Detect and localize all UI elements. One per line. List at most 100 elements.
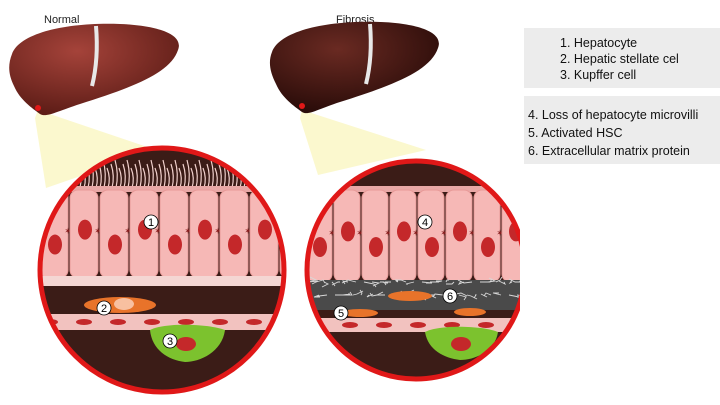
microvillus [266,163,270,189]
endothelial-nucleus [144,319,160,325]
ecm-fiber [363,281,377,288]
microvillus [126,159,130,189]
svg-text:2: 2 [101,303,107,315]
microvillus [182,163,186,189]
junction-icon: ✶ [440,229,448,239]
marker-2: 2 [96,300,112,316]
nucleus [313,237,327,258]
junction-icon: ✶ [64,227,72,237]
junction-icon: ✶ [244,227,252,237]
ecm-fiber [380,281,387,286]
microvillus [122,163,126,189]
legend-box-cell-types: 1. Hepatocyte 2. Hepatic stellate cel 3.… [524,28,720,88]
nucleus [453,221,467,242]
liver-fibrosis-diagram: ✶✶✶✶✶✶✶✶✶ ✶✶✶✶✶✶✶✶✶ 1 2 3 [9,21,520,395]
junction-icon: ✶ [184,227,192,237]
ecm-fiber [508,294,520,298]
legend-item-ecm-protein: 6. Extracellular matrix protein [528,144,690,158]
ecm-fiber [483,292,492,297]
marker-5: 5 [333,305,349,321]
ecm-fiber [366,293,374,298]
svg-text:6: 6 [447,291,453,303]
legend-item-stellate-cell: 2. Hepatic stellate cel [560,52,679,66]
marker-4: 4 [417,214,433,230]
microvillus [110,163,114,189]
microvillus [174,159,178,189]
endothelial-nucleus [478,322,494,328]
ecm-fiber [352,290,364,296]
ecm-fiber [421,281,433,284]
legend-box-fibrosis-features: 4. Loss of hepatocyte microvilli 5. Acti… [524,96,720,164]
endothelial-nucleus [376,322,392,328]
svg-text:3: 3 [167,336,173,348]
nucleus [108,234,122,255]
ecm-fiber [405,281,415,285]
nucleus [48,234,62,255]
endothelial-nucleus [410,322,426,328]
nucleus [369,237,383,258]
junction-icon: ✶ [154,227,162,237]
microvillus [40,163,42,189]
microvillus [287,168,289,188]
endothelial-nucleus [212,319,228,325]
endothelial-nucleus [110,319,126,325]
activated-hsc-2 [342,309,378,317]
tissue-circle-normal [37,145,287,395]
microvillus [134,163,138,189]
microvillus [254,163,258,189]
zoom-cone-fibrosis [300,110,426,175]
ecm-fiber [307,280,319,285]
microvillus [150,159,154,189]
junction-icon: ✶ [356,229,364,239]
ecm-fiber [342,280,349,285]
endothelial-nucleus [444,322,460,328]
microvillus [198,159,202,189]
zoom-cone-normal [35,110,156,188]
microvillus [170,163,174,189]
marker-6: 6 [442,288,458,304]
legend-item-hepatocyte: 1. Hepatocyte [560,36,638,50]
microvillus [258,159,262,189]
junction-icon: ✶ [496,229,504,239]
ecm-fiber [508,278,520,283]
nucleus [288,235,302,255]
liver-fibrosis [269,21,439,114]
microvillus [295,160,297,188]
legend-item-microvilli-loss: 4. Loss of hepatocyte microvilli [528,108,699,122]
ecm-fiber [495,276,503,283]
junction-icon: ✶ [384,229,392,239]
ecm-fiber [315,279,326,284]
svg-text:5: 5 [338,308,344,320]
legend-item-activated-hsc: 5. Activated HSC [528,126,623,140]
microvillus [162,159,166,189]
microvillus [218,163,222,189]
ecm-fiber [492,292,502,296]
microvillus [138,159,142,189]
microvillus [194,163,198,189]
title-normal: Normal [44,14,80,26]
ecm-fiber [480,278,493,283]
microvillus [270,159,274,189]
nucleus [198,219,212,240]
junction-icon: ✶ [214,227,222,237]
microvillus [278,163,282,189]
ecm-fiber [313,294,320,298]
liver-normal [9,23,179,116]
junction-icon: ✶ [412,229,420,239]
ecm-fiber [498,280,507,286]
ecm-fiber [359,289,363,296]
endothelial-nucleus [76,319,92,325]
ecm-fiber [508,279,513,285]
endothelial-nucleus [342,322,358,328]
legend-item-kupffer-cell: 3. Kupffer cell [560,68,637,82]
marker-3: 3 [162,333,178,349]
junction-icon: ✶ [94,227,102,237]
microvillus [206,163,210,189]
microvillus [158,163,162,189]
activated-hsc-3 [454,308,486,316]
nucleus [168,234,182,255]
junction-icon: ✶ [328,229,336,239]
microvillus [146,163,150,189]
nucleus [78,219,92,240]
endothelial-nucleus [246,319,262,325]
